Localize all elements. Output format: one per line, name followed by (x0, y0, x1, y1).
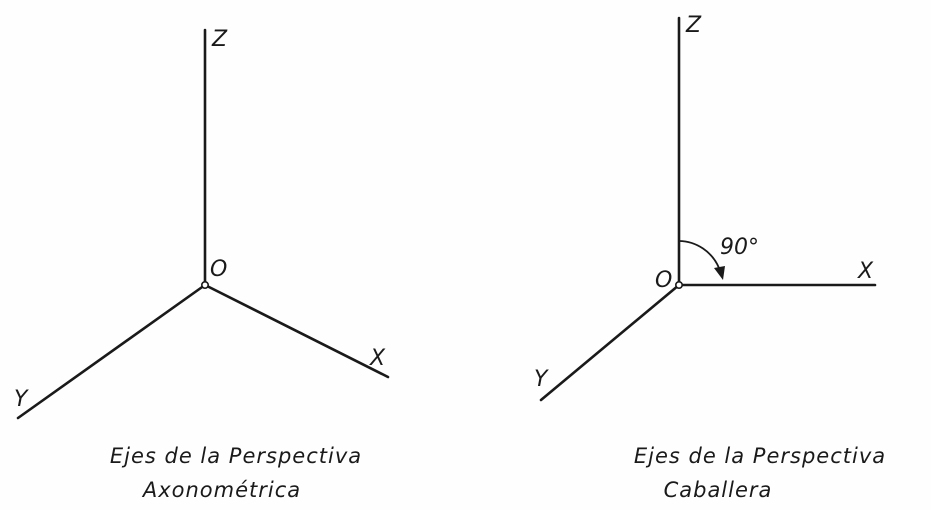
cavalier-origin-point (674, 280, 683, 289)
cavalier-caption-line1: Ejes de la Perspectiva (634, 444, 886, 468)
cavalier-y-axis (539, 283, 681, 402)
cavalier-y-label: Y (534, 367, 549, 392)
axonometric-origin-label: O (210, 257, 227, 282)
axonometric-x-label: X (369, 346, 386, 371)
cavalier-x-label: X (857, 259, 874, 284)
cavalier-origin-label: O (655, 268, 672, 293)
cavalier-z-label: Z (685, 13, 702, 38)
axonometric-caption-line1: Ejes de la Perspectiva (110, 444, 362, 468)
right-angle-arc (678, 240, 720, 269)
angle-arrowhead-icon (714, 266, 725, 280)
cavalier-caption-line2: Caballera (664, 478, 773, 502)
axonometric-z-label: Z (211, 27, 228, 52)
axonometric-figure: Z O X Y Ejes de la Perspectiva Axonométr… (14, 27, 390, 502)
axonometric-y-label: Y (14, 387, 29, 412)
axonometric-origin-point (201, 280, 210, 289)
axonometric-y-axis (16, 283, 207, 420)
cavalier-figure: Z 90° O X Y Ejes de la Perspectiva Cabal… (534, 13, 886, 502)
angle-label: 90° (720, 235, 759, 260)
axonometric-x-axis (203, 283, 390, 379)
axonometric-caption-line2: Axonométrica (141, 478, 301, 502)
